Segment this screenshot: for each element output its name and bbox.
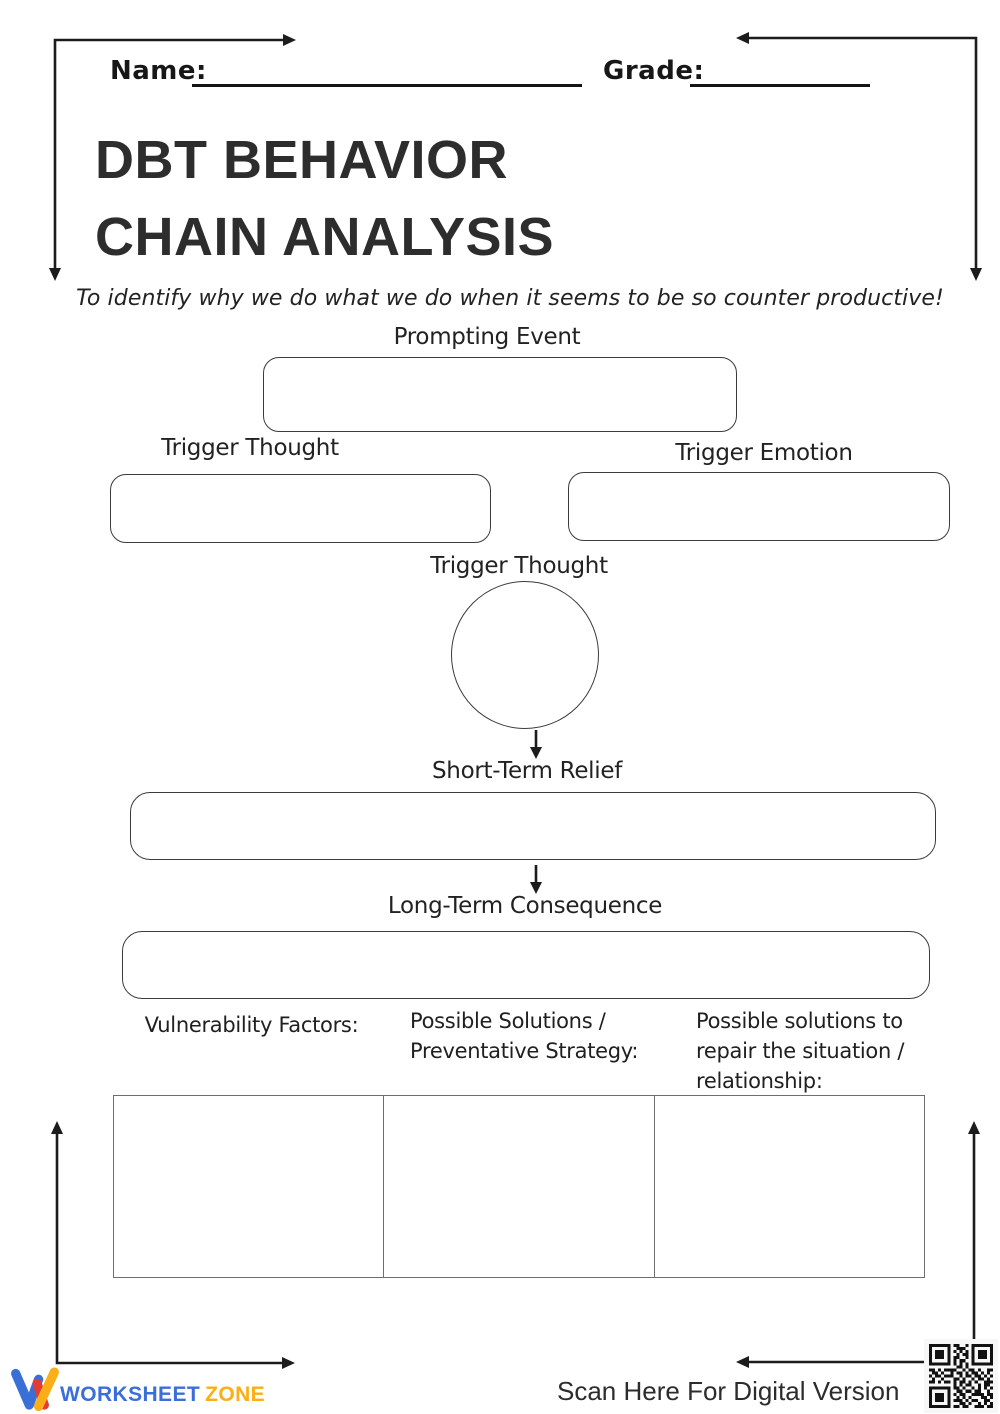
scan-here-label: Scan Here For Digital Version <box>557 1376 900 1406</box>
column-header-repair-solutions: Possible solutions to repair the situati… <box>696 1009 905 1093</box>
prompting-event-label: Prompting Event <box>393 324 581 350</box>
qr-code <box>924 1339 998 1413</box>
column-header-possible-solutions: Possible Solutions / Preventative Strate… <box>410 1009 639 1063</box>
table-cell-possible-solutions[interactable] <box>384 1096 655 1277</box>
grade-fill-line[interactable] <box>690 84 870 87</box>
column-header-vulnerability: Vulnerability Factors: <box>144 1013 359 1037</box>
page-subtitle: To identify why we do what we do when it… <box>76 286 944 311</box>
worksheetzone-logo-icon <box>11 1367 59 1412</box>
solutions-table <box>113 1095 925 1278</box>
trigger-thought-circle[interactable] <box>451 581 599 729</box>
name-fill-line[interactable] <box>192 84 582 87</box>
brand-zone-text: ZONE <box>205 1383 266 1406</box>
trigger-thought-label: Trigger Thought <box>161 435 339 461</box>
grade-label: Grade: <box>603 56 705 86</box>
name-label: Name: <box>110 56 207 86</box>
long-term-consequence-label: Long-Term Consequence <box>387 893 663 919</box>
trigger-thought-circle-label: Trigger Thought <box>430 553 608 579</box>
prompting-event-box[interactable] <box>263 357 737 432</box>
page-title: DBT BEHAVIOR CHAIN ANALYSIS <box>95 122 554 276</box>
short-term-relief-label: Short-Term Relief <box>432 758 622 784</box>
table-cell-repair-solutions[interactable] <box>655 1096 924 1277</box>
page-title-line2: CHAIN ANALYSIS <box>95 207 555 267</box>
brand-worksheet-text: WORKSHEET <box>60 1383 201 1406</box>
trigger-emotion-label: Trigger Emotion <box>675 440 853 466</box>
circle-to-relief-arrow <box>530 730 542 759</box>
short-term-relief-box[interactable] <box>130 792 936 860</box>
trigger-thought-box[interactable] <box>110 474 491 543</box>
relief-to-consequence-arrow <box>530 865 542 894</box>
trigger-emotion-box[interactable] <box>568 472 950 541</box>
long-term-consequence-box[interactable] <box>122 931 930 999</box>
table-cell-vulnerability[interactable] <box>114 1096 385 1277</box>
page-title-line1: DBT BEHAVIOR <box>95 130 509 190</box>
top-right-corner-arrow <box>736 32 982 281</box>
